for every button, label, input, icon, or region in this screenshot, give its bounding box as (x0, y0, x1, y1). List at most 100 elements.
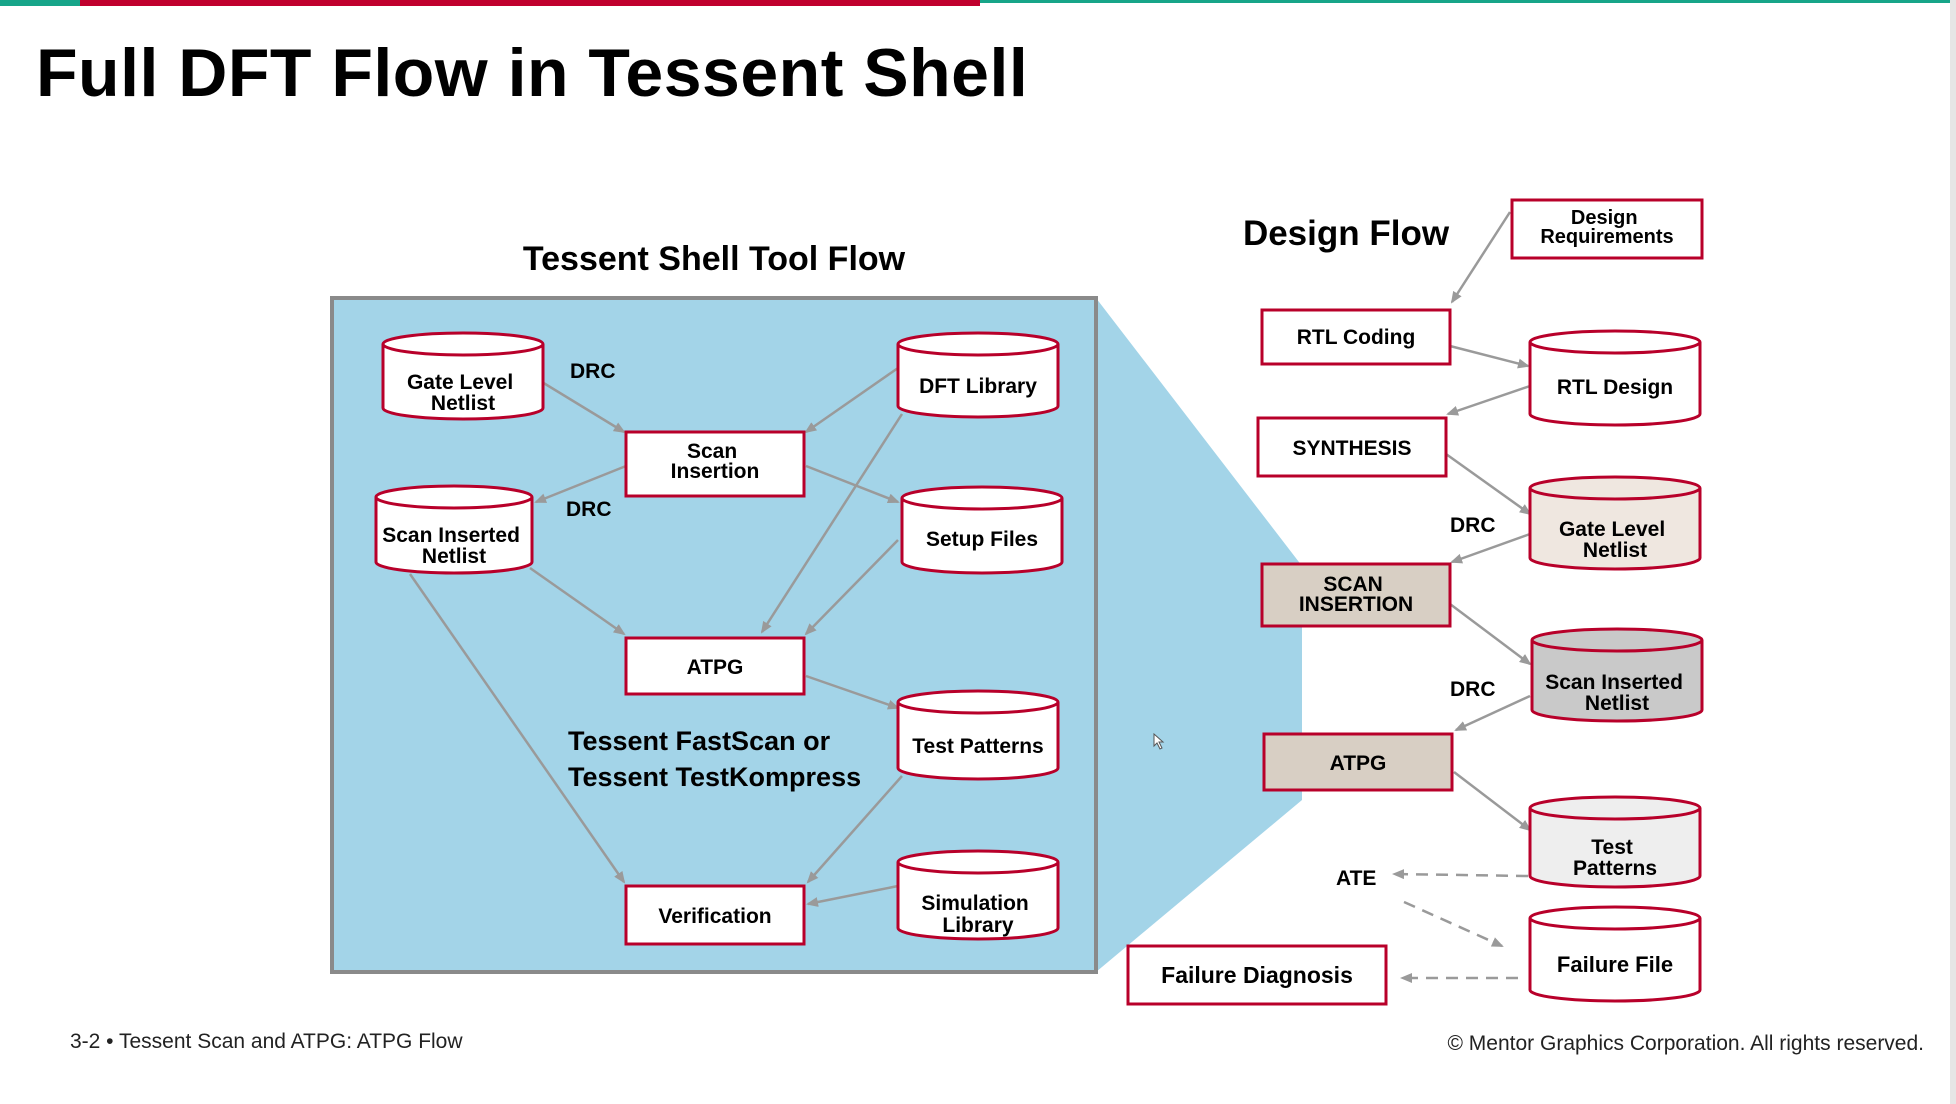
arrow-testpat-to-verif (806, 775, 903, 884)
label: Gate Level (1559, 518, 1665, 541)
arrow-dftlib-to-atpg (760, 413, 904, 634)
label: Insertion (671, 460, 760, 483)
design-flow-heading: Design Flow (1243, 214, 1450, 253)
cylinder-setup-files: Setup Files (900, 485, 1064, 575)
arrow-gln-to-scan (541, 380, 626, 434)
label: Failure File (1557, 952, 1673, 977)
label: Design (1571, 207, 1638, 229)
svg-text:Scan Inserted Netlist: Scan Inserted Netlist (382, 524, 526, 568)
process-synthesis: SYNTHESIS (1256, 416, 1448, 478)
design-flow-dashed-arrows (1392, 869, 1529, 983)
cylinder-gate-level-netlist: Gate Level Netlist (381, 331, 545, 421)
arrow-scanins-to-sin (1449, 603, 1532, 666)
process-scan-insertion: Scan Insertion (624, 430, 806, 498)
svg-text:Scan Insertion: Scan Insertion (671, 440, 760, 483)
label: Netlist (1585, 692, 1649, 715)
label: RTL Coding (1297, 326, 1416, 349)
svg-text:SYNTHESIS: SYNTHESIS (1292, 437, 1411, 460)
top-bar-teal-left (0, 0, 80, 6)
arrow-atpg-to-testpat (805, 674, 900, 710)
arrow-testpat-to-ate (1392, 869, 1529, 880)
label: Gate Level (407, 371, 513, 394)
arrow-req-to-rtlcoding (1450, 211, 1512, 304)
svg-text:Test Patterns: Test Patterns (912, 735, 1044, 758)
label: Scan (687, 440, 737, 463)
tool-note-line-2: Tessent TestKompress (568, 762, 861, 792)
label: RTL Design (1557, 376, 1673, 399)
cylinder-dft-library: DFT Library (896, 331, 1060, 419)
arrow-sin-to-atpg (1454, 694, 1531, 732)
footer-copyright: © Mentor Graphics Corporation. All right… (1447, 1032, 1925, 1055)
label: SYNTHESIS (1292, 437, 1411, 460)
label: Requirements (1540, 226, 1673, 248)
svg-text:Verification: Verification (658, 905, 771, 928)
arrow-scan-to-sin (534, 464, 627, 504)
cylinder-gate-level-netlist: Gate Level Netlist (1528, 475, 1702, 571)
svg-text:SCAN INSERTION: SCAN INSERTION (1299, 573, 1413, 616)
process-failure-diagnosis: Failure Diagnosis (1126, 944, 1388, 1006)
process-scan-insertion: SCAN INSERTION (1260, 562, 1452, 628)
arrow-sin-to-atpg (529, 566, 626, 636)
process-verification: Verification (624, 884, 806, 946)
label: Failure Diagnosis (1161, 962, 1353, 988)
tool-flow-heading: Tessent Shell Tool Flow (523, 240, 906, 278)
arrow-rtlcoding-to-rtldesign (1449, 344, 1530, 369)
process-atpg: ATPG (1262, 732, 1454, 792)
slide-edge (1950, 0, 1956, 1104)
label: Netlist (1583, 539, 1647, 562)
label: ATPG (687, 656, 744, 679)
mouse-cursor-icon (1153, 732, 1165, 750)
label: DFT Library (919, 375, 1037, 398)
label: Patterns (1573, 857, 1657, 880)
process-atpg: ATPG (624, 636, 806, 696)
cylinder-test-patterns: Test Patterns (1528, 795, 1702, 889)
box-design-requirements: Design Requirements (1510, 198, 1704, 260)
arrow-dftlib-to-scan (804, 366, 899, 434)
tool-flow-arrows (408, 366, 904, 907)
svg-text:RTL Design: RTL Design (1557, 376, 1673, 399)
arrow-scan-to-setup (805, 464, 900, 504)
label: INSERTION (1299, 593, 1413, 616)
tool-drc-label-2: DRC (566, 498, 612, 521)
arrow-atpg-to-testpat (1453, 771, 1532, 832)
label: Scan Inserted (1545, 671, 1683, 694)
label: Verification (658, 905, 771, 928)
svg-text:ATPG: ATPG (687, 656, 744, 679)
svg-text:Scan Inserted Netlist: Scan Inserted Netlist (1545, 671, 1689, 715)
label: Test Patterns (912, 735, 1044, 758)
callout-wedge (1096, 298, 1302, 972)
arrow-sin-to-verif (408, 573, 626, 884)
tool-note-line-1: Tessent FastScan or (568, 726, 831, 756)
arrow-gln-to-scanins (1450, 532, 1531, 564)
svg-text:Setup Files: Setup Files (926, 528, 1038, 551)
cylinder-failure-file: Failure File (1528, 905, 1702, 1003)
design-drc-label-2: DRC (1450, 678, 1496, 701)
footer-page-info: 3-2 • Tessent Scan and ATPG: ATPG Flow (70, 1030, 463, 1053)
label: Netlist (431, 392, 495, 415)
svg-text:ATPG: ATPG (1330, 752, 1387, 775)
svg-text:Failure File: Failure File (1557, 952, 1673, 977)
label: Test (1591, 836, 1633, 859)
svg-text:Simulation Library: Simulation Library (921, 892, 1034, 937)
label: ATPG (1330, 752, 1387, 775)
label: Scan Inserted (382, 524, 520, 547)
svg-text:Gate Level Netlist: Gate Level Netlist (1559, 518, 1671, 562)
cylinder-simulation-library: Simulation Library (896, 849, 1060, 941)
label: SCAN (1323, 573, 1383, 596)
svg-text:Failure Diagnosis: Failure Diagnosis (1161, 962, 1353, 988)
svg-text:Gate Level Netlist: Gate Level Netlist (407, 371, 519, 415)
cylinder-scan-inserted-netlist: Scan Inserted Netlist (374, 484, 534, 575)
cylinder-rtl-design: RTL Design (1528, 329, 1702, 427)
label: Netlist (422, 545, 486, 568)
svg-text:RTL Coding: RTL Coding (1297, 326, 1416, 349)
cylinder-scan-inserted-netlist: Scan Inserted Netlist (1530, 627, 1704, 723)
svg-text:Test Patterns: Test Patterns (1573, 836, 1657, 880)
svg-text:DFT Library: DFT Library (919, 375, 1037, 398)
arrow-setup-to-atpg (804, 539, 899, 636)
ate-label: ATE (1336, 867, 1376, 890)
slide-title: Full DFT Flow in Tessent Shell (36, 35, 1029, 111)
label: Simulation (921, 892, 1028, 915)
tool-note: Tessent FastScan or Tessent TestKompress (568, 726, 861, 792)
